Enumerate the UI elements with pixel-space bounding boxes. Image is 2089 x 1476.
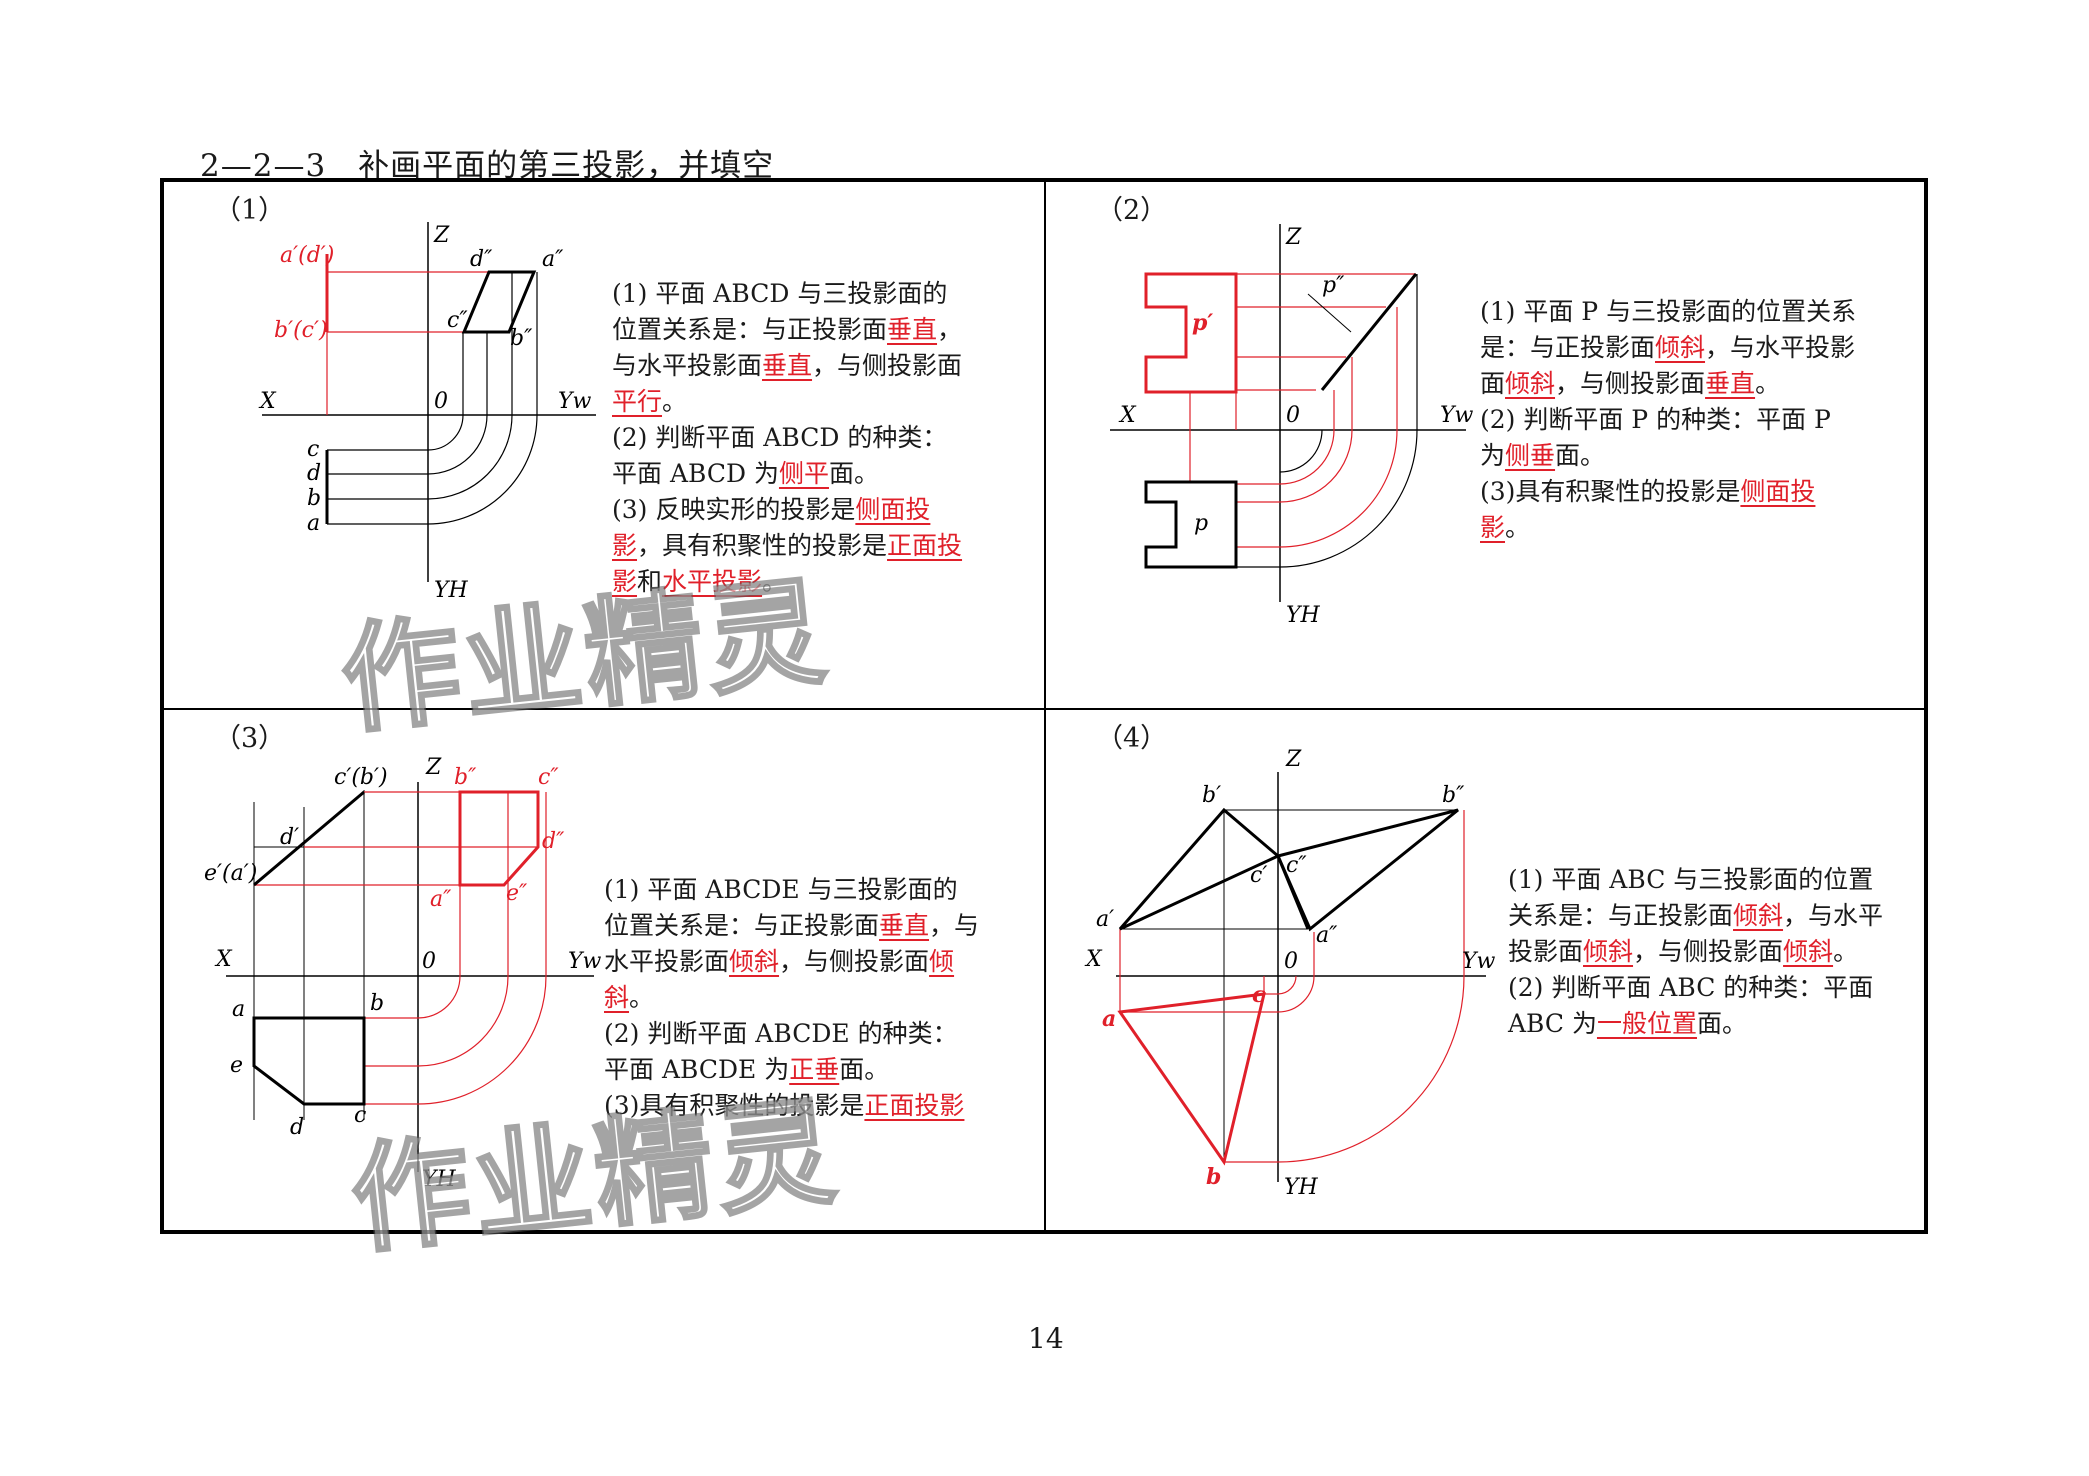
p4-axis-z: Z	[1285, 747, 1302, 772]
table-divider-horizontal	[160, 708, 1928, 710]
p1-label-ad-front: a′(d′)	[280, 243, 334, 268]
p3-axis-o: 0	[422, 949, 436, 974]
p2-answer-5: 侧面投影	[1480, 477, 1816, 542]
p4-label-a-front: a′	[1096, 907, 1114, 932]
p4-answer-3: 倾斜	[1783, 937, 1834, 966]
p2-label-p-side: p″	[1322, 273, 1345, 298]
p1-label-c: c	[307, 437, 319, 462]
p2-axis-x: X	[1118, 403, 1137, 428]
p4-answer-1: 倾斜	[1733, 901, 1784, 930]
problem-3-number: （3）	[214, 723, 286, 754]
p1-label-c-side: c″	[447, 308, 468, 333]
p3-label-b-side: b″	[454, 765, 477, 790]
p1-answer-2: 垂直	[762, 351, 813, 380]
p1-answer-3: 平行	[612, 387, 663, 416]
p2-label-p-top: p	[1194, 511, 1208, 536]
problem-4-drawing: b′ b″ c′ c″ a′ a″ a b c X Z 0 Yw YH	[1084, 747, 1496, 1200]
p2-axis-z: Z	[1285, 225, 1302, 250]
problem-1: （1）	[164, 182, 1044, 708]
problem-3-drawing: c′(b′) d′ e′(a′) b″ c″ d″ a″ e″ a b e d …	[204, 755, 602, 1192]
problem-3: （3）	[164, 712, 1044, 1230]
table-divider-vertical	[1044, 178, 1046, 1234]
problem-3-text: (1) 平面 ABCDE 与三投影面的位置关系是：与正投影面垂直，与水平投影面倾…	[604, 875, 980, 1120]
p3-label-d-front: d′	[280, 825, 299, 850]
p3-answer-2: 倾斜	[729, 947, 780, 976]
p3-answer-1: 垂直	[879, 911, 930, 940]
p4-label-c-front: c′	[1250, 863, 1267, 888]
problem-4-number: （4）	[1096, 723, 1168, 754]
p3-axis-yw: Yw	[568, 949, 602, 974]
p2-axis-o: 0	[1286, 403, 1300, 428]
p4-axis-o: 0	[1284, 949, 1298, 974]
p1-label-a-side: a″	[542, 247, 564, 272]
p1-label-a: a	[307, 511, 320, 536]
p3-label-d-side: d″	[542, 829, 565, 854]
p3-axis-z: Z	[425, 755, 442, 780]
p3-answer-5: 正面投影	[864, 1091, 965, 1120]
p1-answer-4: 侧平	[778, 459, 829, 488]
p2-axis-yw: Yw	[1440, 403, 1474, 428]
p4-label-a-side: a″	[1316, 923, 1338, 948]
p4-axis-yh: YH	[1284, 1175, 1319, 1200]
p3-label-e: e	[230, 1053, 243, 1078]
problem-2-text: (1) 平面 P 与三投影面的位置关系是：与正投影面倾斜，与水平投影面倾斜，与侧…	[1480, 297, 1857, 542]
p3-label-c-side: c″	[538, 765, 559, 790]
problem-1-number: （1）	[214, 195, 286, 226]
p4-label-c-side: c″	[1286, 853, 1307, 878]
p3-label-cb-front: c′(b′)	[334, 765, 388, 790]
p1-axis-o: 0	[434, 389, 448, 414]
p1-label-d: d	[307, 461, 321, 486]
p3-axis-x: X	[214, 947, 233, 972]
page-number: 14	[1028, 1322, 1064, 1355]
p3-axis-yh: YH	[422, 1167, 457, 1192]
p4-label-b: b	[1206, 1164, 1221, 1190]
p4-label-a: a	[1102, 1006, 1116, 1032]
problem-1-drawing: a′(d′) b′(c′) d″ a″ c″ b″ c d b a X Z 0 …	[258, 222, 596, 603]
p1-label-bc-front: b′(c′)	[274, 318, 328, 343]
p4-label-c: c	[1252, 982, 1266, 1008]
p3-label-d: d	[290, 1115, 304, 1140]
p1-axis-z: Z	[433, 223, 450, 248]
p2-answer-3: 垂直	[1705, 369, 1756, 398]
p3-label-a-side: a″	[430, 887, 452, 912]
p1-answer-1: 垂直	[887, 315, 938, 344]
p2-label-p-front: p′	[1192, 310, 1213, 336]
p4-answer-2: 倾斜	[1583, 937, 1634, 966]
p4-axis-x: X	[1084, 947, 1103, 972]
p3-label-c: c	[354, 1103, 366, 1128]
p1-answer-5: 侧面投影	[612, 495, 931, 560]
problem-2: （2）	[1046, 182, 1926, 708]
p1-label-b-side: b″	[510, 326, 533, 351]
p4-axis-yw: Yw	[1462, 949, 1496, 974]
p3-answer-4: 正垂	[789, 1055, 840, 1084]
p4-label-b-side: b″	[1442, 783, 1465, 808]
p3-answer-3: 倾斜	[604, 947, 955, 1012]
problem-2-number: （2）	[1096, 195, 1168, 226]
p1-label-b: b	[307, 486, 321, 511]
p1-axis-yw: Yw	[558, 389, 592, 414]
problem-2-drawing: p′ p″ p X Z 0 Yw YH	[1110, 224, 1474, 628]
p1-answer-7: 水平投影	[662, 567, 763, 596]
p3-label-a: a	[232, 997, 245, 1022]
p4-answer-4: 一般位置	[1596, 1009, 1697, 1038]
p1-axis-x: X	[258, 389, 277, 414]
p3-label-e-side: e″	[506, 881, 528, 906]
p1-label-d-side: d″	[470, 247, 493, 272]
p3-label-b: b	[370, 991, 384, 1016]
problem-4-text: (1) 平面 ABC 与三投影面的位置关系是：与正投影面倾斜，与水平投影面倾斜，…	[1508, 865, 1884, 1038]
p1-axis-yh: YH	[434, 578, 469, 603]
p2-answer-2: 倾斜	[1505, 369, 1556, 398]
p1-answer-6: 正面投影	[612, 531, 963, 596]
p4-label-b-front: b′	[1202, 783, 1221, 808]
p2-answer-1: 倾斜	[1655, 333, 1706, 362]
problem-1-text: (1) 平面 ABCD 与三投影面的位置关系是：与正投影面垂直，与水平投影面垂直…	[612, 279, 963, 596]
p3-label-ea-front: e′(a′)	[204, 861, 257, 886]
p2-axis-yh: YH	[1286, 603, 1321, 628]
p2-answer-4: 侧垂	[1505, 441, 1556, 470]
problem-4: （4） b′ b″	[1046, 712, 1926, 1230]
